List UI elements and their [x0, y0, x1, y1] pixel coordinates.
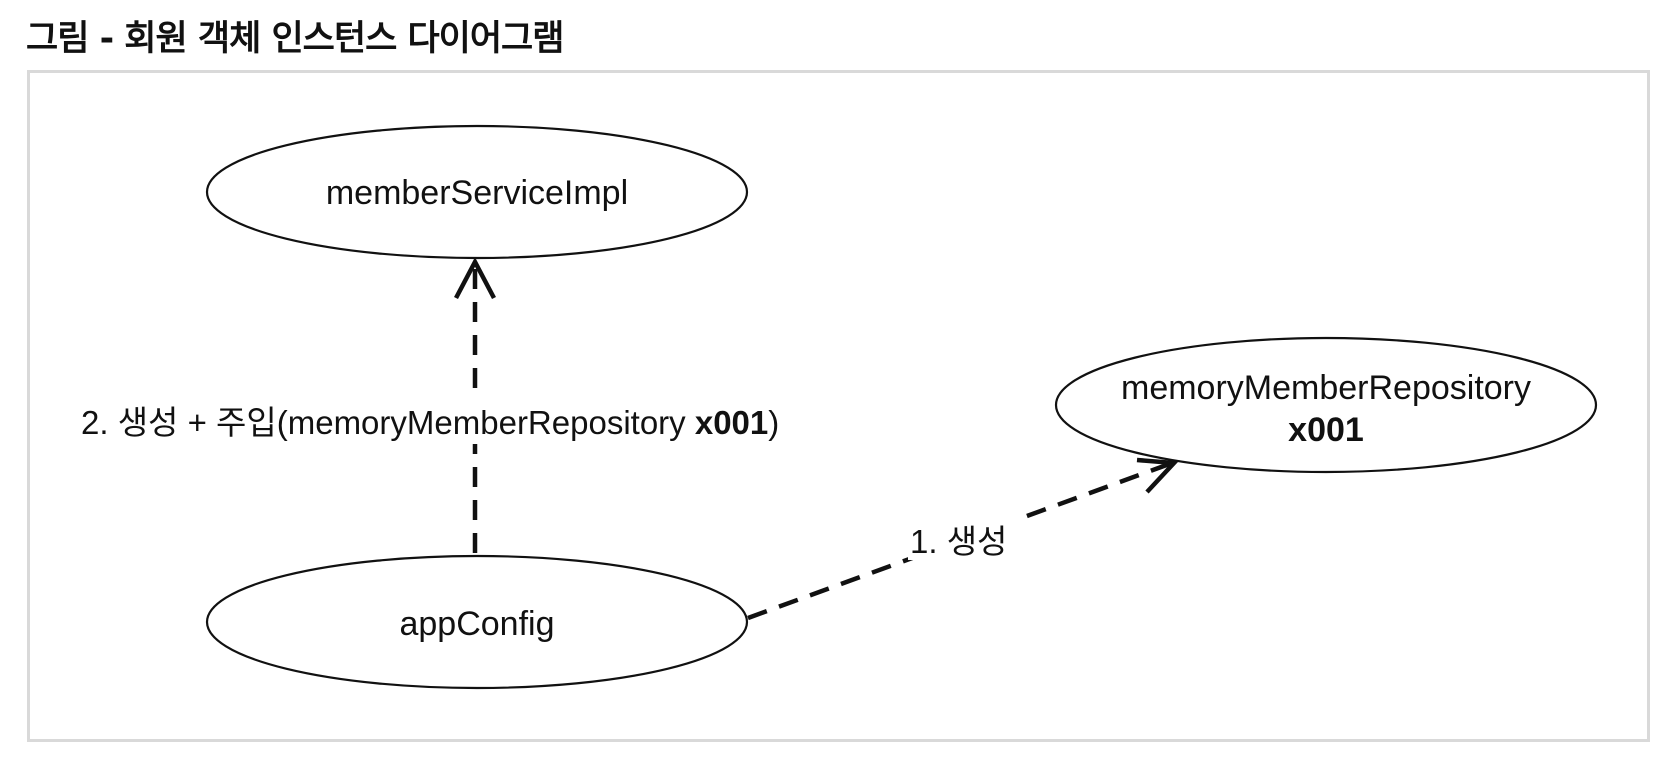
- edge-create-inject-label-prefix: 2. 생성 + 주입(memoryMemberRepository: [81, 404, 695, 441]
- node-repository-label: memoryMemberRepository: [1121, 369, 1531, 407]
- node-repository-instance: x001: [1288, 411, 1364, 449]
- edge-create-repository-label: 1. 생성: [908, 518, 1020, 560]
- node-app-config: appConfig: [205, 554, 749, 690]
- node-member-service-label: memberServiceImpl: [326, 174, 628, 212]
- edge-create-inject-label-instance: x001: [695, 404, 768, 441]
- node-member-service: memberServiceImpl: [205, 124, 749, 260]
- svg-text:1. 생성: 1. 생성: [910, 523, 1007, 560]
- node-repository: memoryMemberRepository x001: [1054, 336, 1598, 474]
- arrowhead-up-icon: [454, 257, 496, 300]
- edge-create-inject-label: 2. 생성 + 주입(memoryMemberRepository x001): [78, 398, 873, 444]
- arrowhead-right-icon: [1136, 457, 1179, 494]
- edge-create-inject-label-suffix: ): [768, 404, 779, 441]
- svg-text:2. 생성 + 주입(memoryMemberReposit: 2. 생성 + 주입(memoryMemberRepository x001): [81, 404, 779, 441]
- page-title: 그림 - 회원 객체 인스턴스 다이어그램: [26, 19, 564, 59]
- node-app-config-label: appConfig: [399, 605, 554, 643]
- edge-create-repository: [747, 457, 1179, 621]
